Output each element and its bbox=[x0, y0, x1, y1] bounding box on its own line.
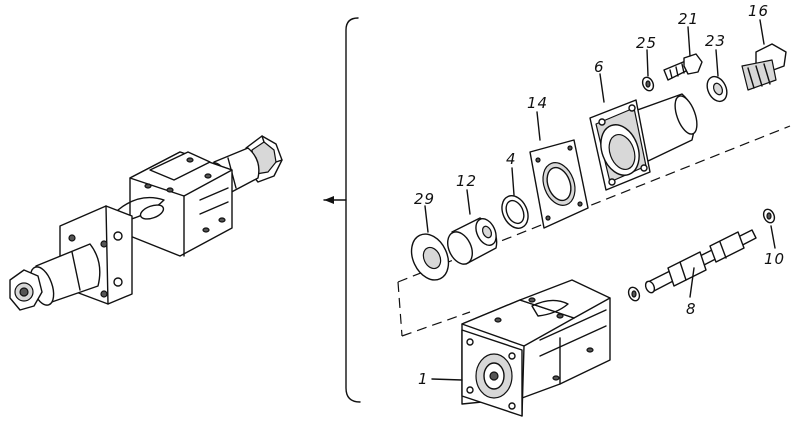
leader-lines bbox=[424, 19, 776, 381]
callout-labels: 1 4 6 8 10 12 14 16 21 23 25 29 bbox=[414, 2, 785, 388]
part-8-ring bbox=[627, 286, 641, 302]
assembled-body bbox=[117, 151, 233, 257]
callout-21: 21 bbox=[678, 10, 699, 28]
callout-23: 23 bbox=[705, 32, 726, 50]
part-10-washer bbox=[762, 208, 776, 224]
callout-29: 29 bbox=[414, 190, 435, 208]
part-29-washer bbox=[410, 233, 450, 281]
part-16-plug bbox=[741, 43, 787, 91]
callout-1: 1 bbox=[418, 370, 429, 388]
callout-16: 16 bbox=[748, 2, 769, 20]
part-25-washer bbox=[641, 76, 655, 92]
callout-25: 25 bbox=[636, 34, 657, 52]
assembly-arrow bbox=[323, 196, 347, 204]
part-8-spool bbox=[644, 229, 757, 294]
callout-6: 6 bbox=[594, 58, 605, 76]
group-bracket bbox=[345, 17, 361, 403]
callout-14: 14 bbox=[527, 94, 548, 112]
part-1-body bbox=[461, 279, 611, 417]
assembled-left-nut bbox=[9, 269, 43, 311]
part-23-washer bbox=[706, 75, 728, 103]
callout-8: 8 bbox=[686, 300, 697, 318]
callout-12: 12 bbox=[456, 172, 477, 190]
part-12-piston bbox=[447, 217, 498, 265]
part-14-gasket bbox=[529, 139, 589, 229]
callout-10: 10 bbox=[764, 250, 785, 268]
assembled-valve bbox=[9, 135, 283, 311]
callout-4: 4 bbox=[506, 150, 517, 168]
part-4-o-ring bbox=[501, 195, 529, 229]
part-21-bolt bbox=[663, 53, 703, 81]
part-6-cover bbox=[589, 93, 698, 191]
